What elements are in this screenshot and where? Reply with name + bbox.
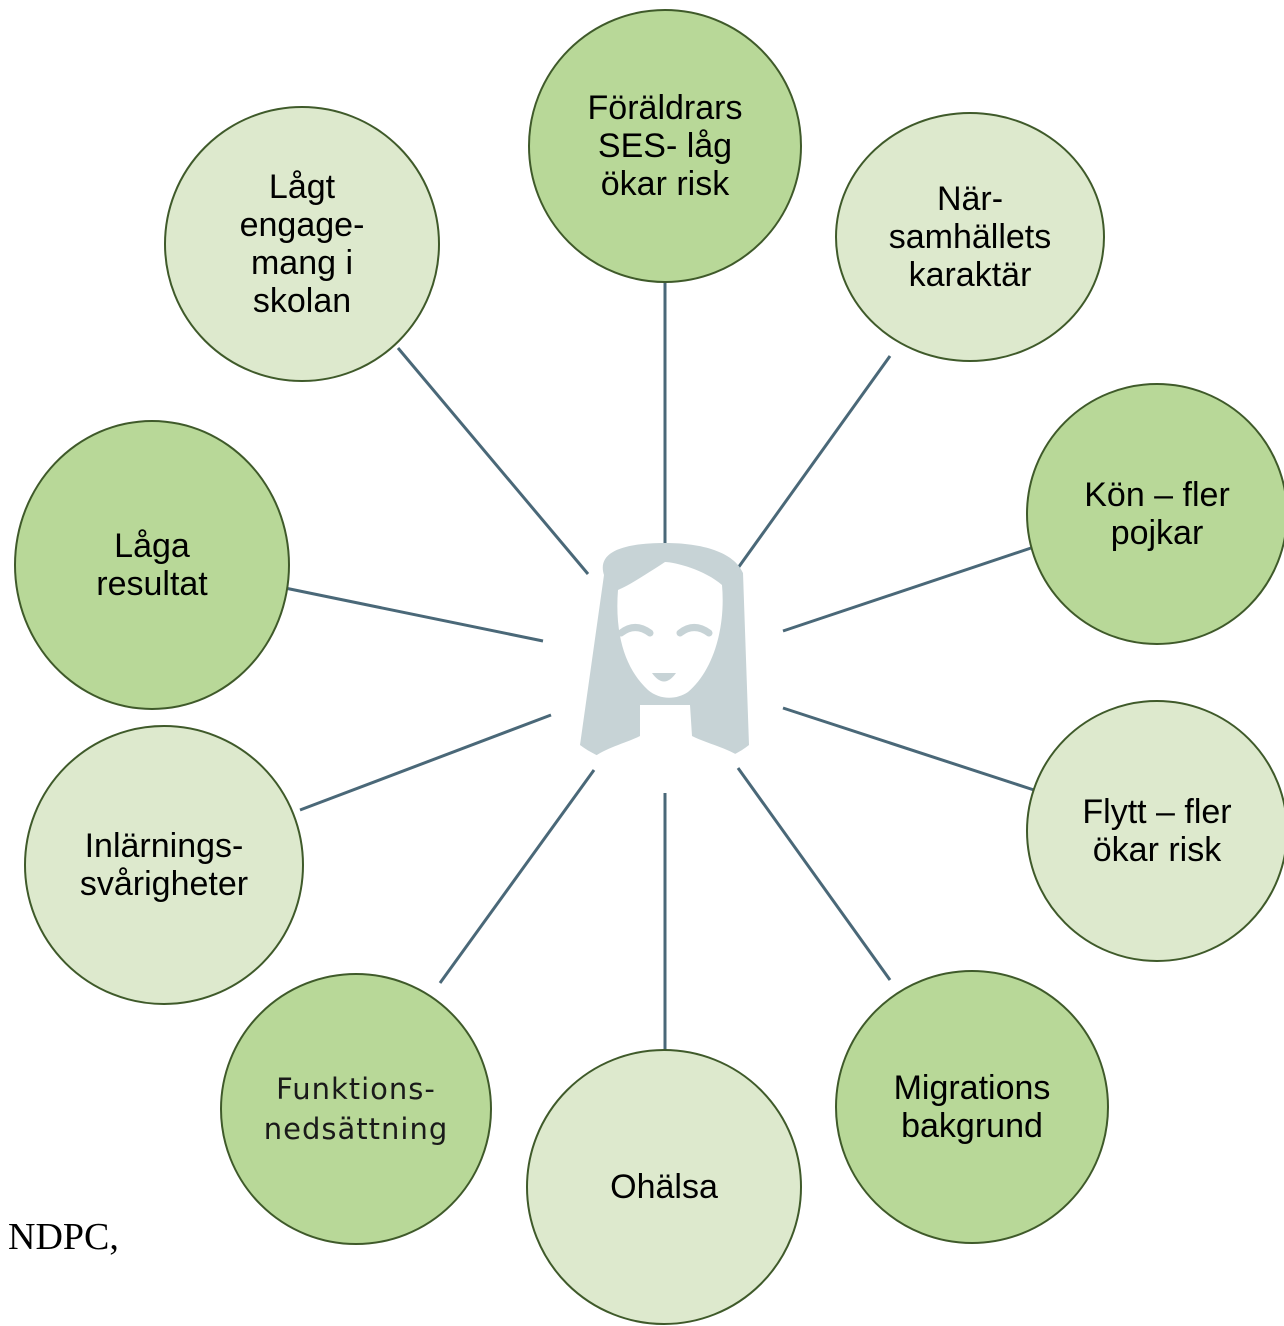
- connector-laga-resultat: [284, 586, 544, 643]
- connector-lagt-engagemang: [396, 347, 590, 575]
- node-label: Inlärnings- svårigheter: [79, 827, 249, 903]
- node-laga-resultat: Låga resultat: [14, 420, 290, 710]
- node-label: Lågt engage- mang i skolan: [239, 168, 365, 320]
- node-label: Föräldrars SES- låg ökar risk: [587, 89, 743, 203]
- person-avatar-icon: [580, 543, 749, 780]
- node-inlarningssvarigheter: Inlärnings- svårigheter: [24, 725, 304, 1005]
- connector-funktionsnedsattning: [438, 769, 596, 984]
- node-foraldrars-ses: Föräldrars SES- låg ökar risk: [528, 9, 802, 283]
- connector-flytt: [782, 706, 1035, 792]
- node-kon: Kön – fler pojkar: [1026, 383, 1284, 645]
- node-narsamhallets-karaktar: När- samhällets karaktär: [835, 112, 1105, 362]
- node-label: Funktions- nedsättning: [263, 1072, 449, 1146]
- node-label: När- samhällets karaktär: [888, 180, 1052, 294]
- node-migrations-bakgrund: Migrations bakgrund: [835, 970, 1109, 1244]
- connector-narsamhallets-karaktar: [736, 355, 892, 569]
- connector-kon: [782, 545, 1035, 633]
- node-label: Låga resultat: [96, 527, 208, 603]
- footnote: NDPC,: [8, 1216, 119, 1258]
- connector-migrations-bakgrund: [736, 767, 892, 981]
- node-label: Ohälsa: [610, 1168, 718, 1206]
- node-lagt-engagemang: Lågt engage- mang i skolan: [164, 106, 440, 382]
- node-label: Migrations bakgrund: [893, 1069, 1051, 1145]
- node-funktionsnedsattning: Funktions- nedsättning: [220, 973, 492, 1245]
- connector-inlarningssvarigheter: [299, 713, 552, 812]
- node-ohalsa: Ohälsa: [526, 1049, 802, 1325]
- node-label: Flytt – fler ökar risk: [1082, 793, 1232, 869]
- node-flytt: Flytt – fler ökar risk: [1026, 700, 1284, 962]
- node-label: Kön – fler pojkar: [1084, 476, 1230, 552]
